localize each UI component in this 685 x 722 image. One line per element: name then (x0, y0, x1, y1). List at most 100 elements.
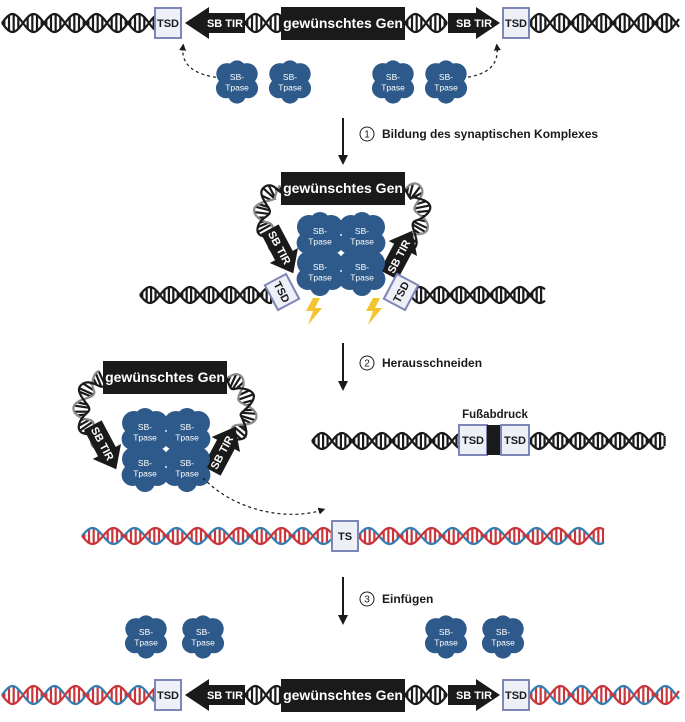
transposase-protein-icon: SB-Tpase (338, 248, 386, 296)
insertion-path-arrow (202, 477, 326, 515)
dna-strand (217, 377, 256, 444)
footprint: TSD TSD (458, 424, 530, 456)
base-pair-rung (78, 418, 90, 427)
dna-strand (311, 431, 460, 451)
svg-text:TSD: TSD (505, 18, 527, 30)
base-pair-rung (241, 399, 254, 405)
step-number: 3 (364, 595, 370, 606)
dna-strand (244, 12, 282, 34)
transposase-protein-icon: SB-Tpase (215, 60, 259, 104)
svg-text:SB-: SB- (139, 627, 153, 637)
tsd-box-right: TSD (502, 679, 530, 711)
panel-donor-dna: TSD SB TIR gewünschtes Gen SB TIR TSD SB… (1, 7, 680, 104)
lightning-icon (306, 298, 322, 325)
base-pair-rung (241, 411, 257, 415)
dna-strand (528, 431, 665, 451)
step-1: 1 Bildung des synaptischen Komplexes (338, 118, 598, 165)
step-number: 2 (364, 359, 370, 370)
dna-strand (357, 526, 605, 546)
dna-strand (244, 684, 282, 706)
step-2: 2 Herausschneiden (338, 343, 482, 391)
base-pair-rung (237, 423, 248, 432)
base-pair-rung (262, 187, 276, 200)
svg-text:SB-: SB- (313, 226, 327, 236)
base-pair-rung (82, 382, 95, 392)
dna-strand (311, 431, 460, 451)
transposase-protein-icon: SB-Tpase (181, 615, 225, 659)
base-pair-rung (94, 372, 103, 388)
svg-text:SB TIR: SB TIR (207, 690, 243, 702)
svg-text:SB-: SB- (138, 458, 152, 468)
svg-text:Tpase: Tpase (191, 638, 215, 648)
step-number-circle (359, 591, 375, 607)
svg-text:Tpase: Tpase (350, 273, 374, 283)
svg-text:Tpase: Tpase (225, 83, 249, 93)
dna-strand (409, 285, 546, 305)
binding-arrow-right (461, 43, 501, 79)
svg-text:Tpase: Tpase (350, 237, 374, 247)
transposase-protein-icon: SB-Tpase (121, 408, 169, 456)
step-label: Einfügen (382, 592, 433, 606)
dna-strand (244, 684, 282, 706)
transposase-protein-icon: SB-Tpase (424, 615, 468, 659)
base-pair-rung (231, 375, 242, 390)
svg-text:Tpase: Tpase (175, 433, 199, 443)
tsd-box-right: TSD (502, 7, 530, 39)
tir-arrow-right: SB TIR (448, 7, 500, 39)
svg-text:SB-: SB- (313, 262, 327, 272)
dna-strand (528, 12, 680, 34)
step-label: Bildung des synaptischen Komplexes (382, 127, 598, 141)
svg-text:Tpase: Tpase (175, 469, 199, 479)
svg-text:TSD: TSD (157, 690, 179, 702)
svg-text:SB-: SB- (196, 627, 210, 637)
tsd-box-left: TSD (154, 7, 182, 39)
base-pair-rung (254, 210, 270, 216)
base-pair-rung (261, 194, 272, 202)
step-number-circle (359, 355, 375, 371)
transposase-protein-icon: SB-Tpase (124, 615, 168, 659)
step-number-circle (359, 126, 375, 142)
transposase-protein-icon: SB-Tpase (371, 60, 415, 104)
base-pair-rung (238, 389, 250, 396)
base-pair-rung (257, 223, 273, 234)
svg-text:gewünschtes Gen: gewünschtes Gen (283, 180, 403, 196)
binding-arrow-left (179, 43, 223, 79)
base-pair-rung (240, 414, 256, 422)
svg-text:SB-: SB- (439, 72, 453, 82)
svg-text:gewünschtes Gen: gewünschtes Gen (105, 369, 225, 385)
base-pair-rung (413, 220, 429, 230)
base-pair-rung (73, 404, 90, 409)
base-pair-rung (255, 205, 270, 212)
svg-text:gewünschtes Gen: gewünschtes Gen (283, 15, 403, 31)
donor-dna-helix (1, 12, 680, 34)
svg-text:Tpase: Tpase (134, 638, 158, 648)
dna-strand (81, 526, 332, 546)
transposase-protein-icon: SB-Tpase (163, 444, 211, 492)
dna-strand (139, 285, 273, 305)
dna-strand (1, 12, 156, 34)
svg-text:SB-: SB- (138, 422, 152, 432)
base-pair-rung (415, 200, 427, 206)
svg-text:TSD: TSD (157, 18, 179, 30)
gene-box: gewünschtes Gen (103, 361, 227, 394)
tsd-box-left: TSD (263, 272, 301, 312)
dna-strand (1, 684, 156, 706)
svg-text:SB TIR: SB TIR (456, 690, 492, 702)
svg-text:SB-: SB- (180, 422, 194, 432)
dna-strand (404, 684, 448, 706)
transposase-protein-icon: SB-Tpase (268, 60, 312, 104)
transposase-protein-icon: SB-Tpase (163, 408, 211, 456)
svg-text:Tpase: Tpase (308, 273, 332, 283)
transposase-protein-icon: SB-Tpase (481, 615, 525, 659)
dna-strand (139, 285, 273, 305)
donor-dna-helix-repaired (311, 431, 666, 451)
svg-text:TSD: TSD (504, 435, 526, 447)
target-dna-helix (81, 526, 605, 546)
tir-arrow-left: SB TIR (185, 7, 245, 39)
step-label: Herausschneiden (382, 356, 482, 370)
tsd-box-right: TSD (382, 272, 420, 312)
